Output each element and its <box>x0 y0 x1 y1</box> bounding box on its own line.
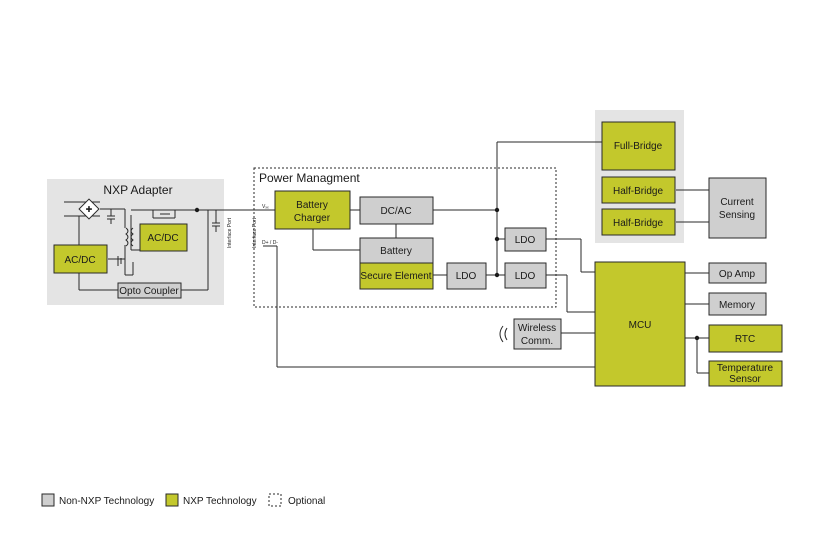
wireless-comm-label-2: Comm. <box>521 336 553 347</box>
half-bridge-2-block <box>601 208 676 236</box>
d-plus-minus-label: D+ / D- <box>262 240 278 246</box>
wireless-comm-label-1: Wireless <box>518 323 556 334</box>
legend-nxp-label: NXP Technology <box>183 496 257 507</box>
op-amp-block <box>708 262 767 284</box>
legend-nxp-swatch <box>165 493 179 507</box>
ldo-center-block <box>446 262 487 290</box>
battery-charger-label-1: Battery <box>296 200 328 211</box>
legend-optional-swatch <box>268 493 282 507</box>
legend-optional-label: Optional <box>288 496 325 507</box>
half-bridge-1-block <box>601 176 676 204</box>
ldo-upper-block <box>504 227 547 252</box>
wireless-comm-block <box>513 318 562 350</box>
wireless-waves-icon <box>499 325 508 343</box>
rtc-block <box>708 324 783 353</box>
op-amp-label: Op Amp <box>719 269 756 280</box>
current-sensing-label-2: Sensing <box>719 210 755 221</box>
mcu-label: MCU <box>629 320 652 331</box>
secure-element-block <box>359 262 434 290</box>
acdc-primary-block <box>53 244 108 274</box>
memory-label: Memory <box>719 300 755 311</box>
ldo-center-label: LDO <box>456 271 477 282</box>
nxp-adapter-title: NXP Adapter <box>103 183 172 197</box>
half-bridge-2-label: Half-Bridge <box>613 218 663 229</box>
interface-port-left-label: Interface Port <box>227 217 233 248</box>
interface-port-right-label: Interface Port <box>252 217 258 248</box>
power-management-title: Power Managment <box>259 171 360 185</box>
mosfet-icon <box>152 210 176 219</box>
opto-coupler-label: Opto Coupler <box>119 286 179 297</box>
output-capacitor-icon <box>212 210 220 232</box>
legend-non-nxp-swatch <box>41 493 55 507</box>
acdc-secondary-block <box>139 223 188 252</box>
junction-dots <box>194 207 700 341</box>
full-bridge-label: Full-Bridge <box>614 141 663 152</box>
temperature-sensor-block <box>708 360 783 387</box>
dcac-block <box>359 196 434 225</box>
temperature-sensor-label-2: Sensor <box>729 374 761 385</box>
svg-text:✚: ✚ <box>86 205 93 214</box>
battery-charger-label-2: Charger <box>294 213 331 224</box>
legend: Non-NXP Technology NXP Technology Option… <box>41 493 325 507</box>
current-sensing-label-1: Current <box>720 197 754 208</box>
bridge-rectifier-icon: ✚ <box>78 198 100 220</box>
battery-label: Battery <box>380 246 412 257</box>
ldo-lower-label: LDO <box>515 271 536 282</box>
secure-element-label: Secure Element <box>360 271 431 282</box>
mcu-block <box>594 261 686 387</box>
memory-block <box>708 292 767 316</box>
transformer-icon <box>124 209 134 247</box>
battery-block <box>359 237 434 264</box>
acdc-secondary-label: AC/DC <box>147 233 178 244</box>
vbus-label: Vₓₓ <box>262 204 269 210</box>
ldo-upper-label: LDO <box>515 235 536 246</box>
rtc-label: RTC <box>735 334 755 345</box>
full-bridge-block <box>601 121 676 171</box>
switch-transistor-icon <box>117 256 122 266</box>
legend-non-nxp-label: Non-NXP Technology <box>59 496 154 507</box>
dcac-label: DC/AC <box>380 206 411 217</box>
battery-charger-block <box>274 190 351 230</box>
acdc-primary-label: AC/DC <box>64 255 95 266</box>
half-bridge-1-label: Half-Bridge <box>613 186 663 197</box>
power-management-group <box>253 167 557 308</box>
opto-coupler-block <box>117 282 182 299</box>
capacitor-icon <box>107 209 115 224</box>
current-sensing-block <box>708 177 767 239</box>
ldo-lower-block <box>504 262 547 289</box>
temperature-sensor-label-1: Temperature <box>717 363 774 374</box>
